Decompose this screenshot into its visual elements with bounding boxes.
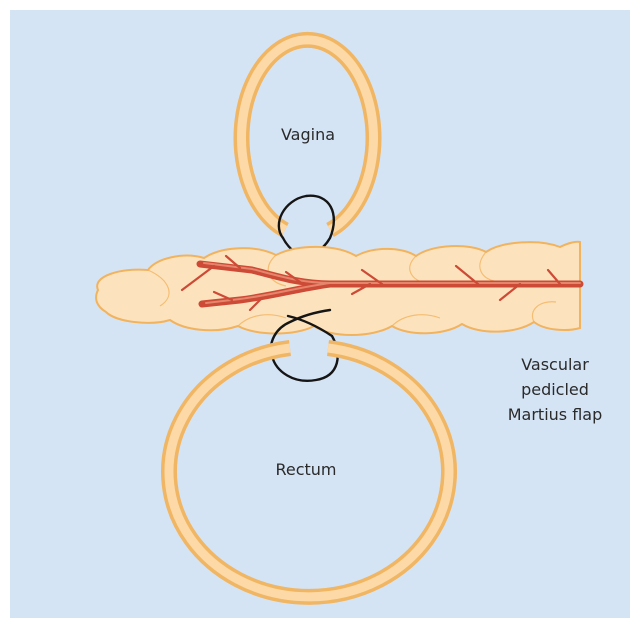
flap-label-line1: Vascular bbox=[521, 355, 589, 374]
rectum-label: Rectum bbox=[275, 460, 336, 479]
vagina-label: Vagina bbox=[281, 125, 335, 144]
flap-label-line2: pedicled bbox=[521, 380, 589, 399]
flap-label-line3: Martius flap bbox=[508, 405, 603, 424]
